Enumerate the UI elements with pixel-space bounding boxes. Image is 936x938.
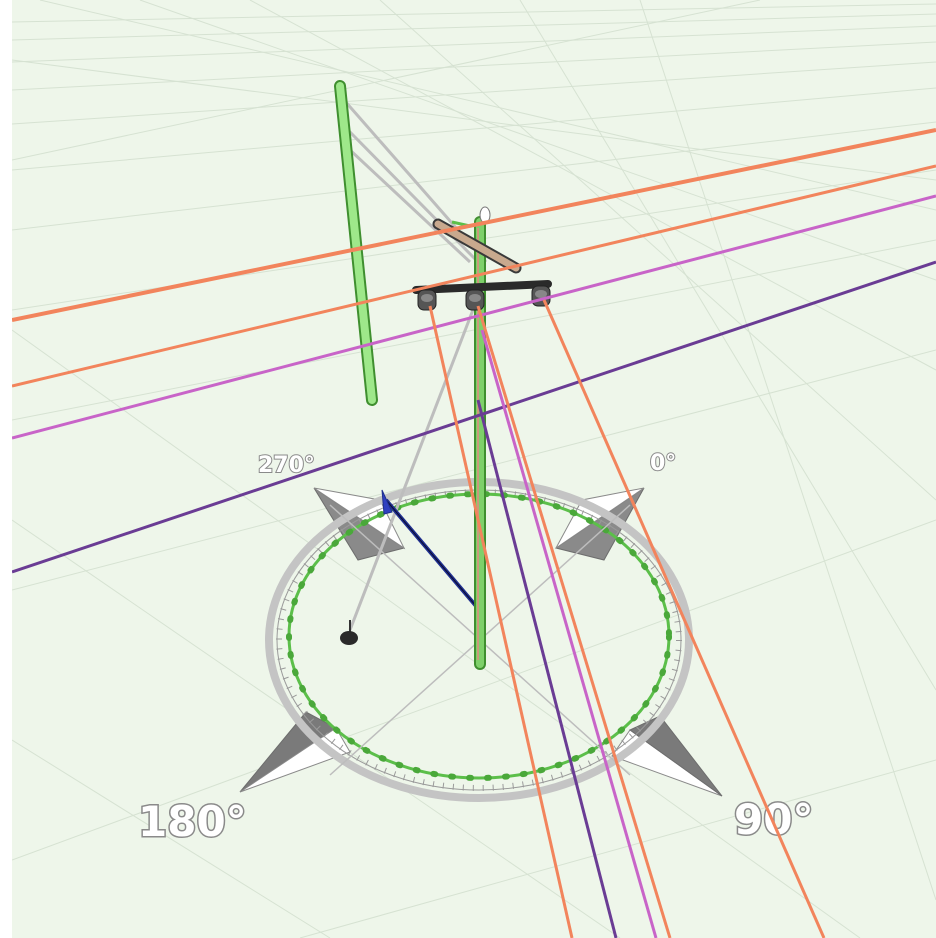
conductor-orange-center-drop (476, 305, 672, 938)
compass-label-east: 90° (734, 795, 813, 844)
anchor[interactable] (340, 620, 358, 645)
conductor-orange-upper (12, 164, 936, 388)
conductor-purple-drop (476, 399, 618, 938)
ground-grid (12, 0, 936, 938)
3d-viewport[interactable]: 270° 0° 180° 90° (12, 0, 936, 938)
compass-label-north: 0° (650, 451, 676, 476)
conductor-orange-right-drop (542, 299, 826, 938)
conductor-orange-left-drop (428, 305, 574, 938)
compass-tick-ring (276, 489, 682, 791)
anchor-icon (340, 631, 358, 645)
anchor-rod[interactable] (381, 489, 478, 608)
compass-label-south: 180° (138, 797, 247, 846)
scene-canvas[interactable]: 270° 0° 180° 90° (12, 0, 936, 938)
conductor-pink-drop (480, 329, 658, 938)
insulator-center[interactable] (465, 289, 485, 311)
conductors[interactable] (12, 128, 936, 938)
lower-crossarm[interactable] (412, 280, 552, 311)
conductor-purple (12, 260, 936, 574)
conductor-orange-top (12, 128, 936, 322)
insulator-right[interactable] (531, 285, 551, 307)
insulator-left[interactable] (417, 289, 437, 311)
conductor-pink (12, 194, 936, 440)
brace-pole[interactable] (334, 80, 378, 406)
